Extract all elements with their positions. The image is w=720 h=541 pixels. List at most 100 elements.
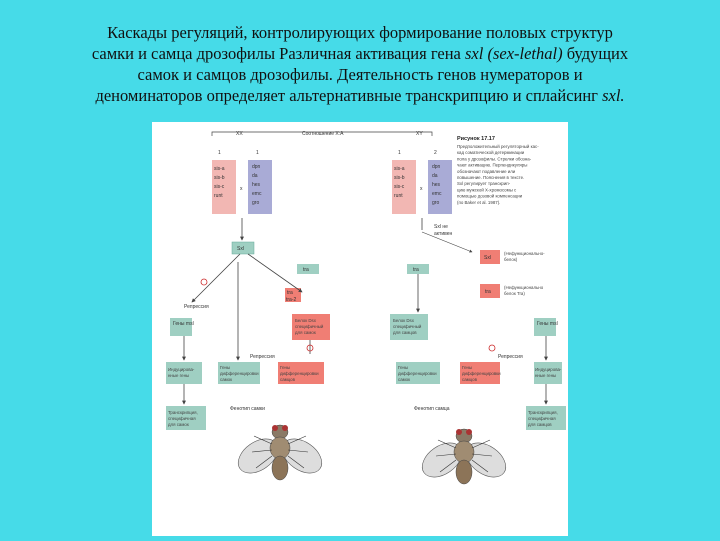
left-numerator-gene-line: runt — [214, 193, 223, 199]
repressor-left-label: Репрессия — [184, 304, 209, 310]
left-numerator-gene-line: sis-b — [214, 175, 225, 181]
left-numerator-box — [212, 160, 236, 214]
diff-right1-line: дифференцировки — [398, 371, 437, 376]
caption-line: цию мужской X-хромосомы с — [457, 187, 517, 192]
label-male-phenotype: Фенотип самца — [414, 406, 450, 412]
diff-right2-line: самцов — [462, 377, 478, 382]
diff-left2-line: Гены — [280, 365, 290, 370]
right-numerator-gene-line: sis-b — [394, 175, 405, 181]
figure-label: Рисунок 17.17 — [457, 136, 495, 142]
legend-box-sxl — [480, 250, 500, 264]
diff-right1-line: самок — [398, 377, 410, 382]
inhibit-marker-mid — [306, 344, 314, 352]
left-x-sign: x — [240, 186, 243, 192]
tra2-box — [285, 288, 301, 302]
legend-func-line: (Нефункционально — [504, 285, 544, 290]
tra2b-label: tra-2 — [286, 297, 297, 303]
inhibit-marker-right — [488, 344, 496, 352]
diff-right2-line: дифференцировки — [462, 371, 501, 376]
regulatory-cascade-diagram: Соотношение X:A XX XY 1 1 x sis-a sis-b si… — [166, 131, 566, 485]
right-denominator-gene-line: da — [432, 173, 438, 179]
right-denominator-gene-line: dpn — [432, 164, 441, 170]
genes-msl-right — [534, 318, 556, 336]
box-male-out — [534, 362, 562, 384]
female-out-line: Индуцирова- — [168, 367, 195, 372]
box-diff-left1 — [218, 362, 260, 384]
box-diff-right2 — [460, 362, 500, 384]
right-denominator-gene-line: gro — [432, 200, 439, 206]
tra-right-box — [407, 264, 429, 274]
left-num-2: 1 — [256, 150, 259, 156]
genes-msl-right-label: Гены msl — [537, 321, 558, 327]
right-ratio: XY — [416, 131, 423, 137]
title-line-1: Каскады регуляций, контролирующих формир… — [107, 23, 613, 42]
trans-left-line: для самок — [168, 422, 189, 427]
left-denominator-gene-line: hes — [252, 182, 261, 188]
left-denominator-gene-line: emc — [252, 191, 262, 197]
caption-line: помощью дозовой компенсации — [457, 194, 523, 199]
diff-left2-line: дифференцировки — [280, 371, 319, 376]
diff-left1-line: самок — [220, 377, 232, 382]
diff-left2-line: самцов — [280, 377, 296, 382]
repressor-mid-label: Репрессия — [250, 354, 275, 360]
dsx-female-line: Белок Dsx — [295, 318, 317, 323]
sxl-silent-1: Sxl не — [434, 224, 448, 230]
left-denominator-gene-line: da — [252, 173, 258, 179]
diff-right1-line: Гены — [398, 365, 408, 370]
line-sxl-left — [191, 253, 241, 303]
male-out-line: нные гены — [535, 373, 556, 378]
right-denominator-gene-line: emc — [432, 191, 442, 197]
left-denominator-gene-line: gro — [252, 200, 259, 206]
right-numerator-gene-line: runt — [394, 193, 403, 199]
label-female-phenotype: Фенотип самки — [230, 406, 265, 412]
legend-box-tra — [480, 284, 500, 298]
title-line-4: деноминаторов определяет альтернативные … — [95, 86, 625, 105]
repressor-right-label: Репрессия — [498, 354, 523, 360]
diff-left1-line: Гены — [220, 365, 230, 370]
sxl-box — [231, 241, 255, 255]
tra-right-label: tra — [413, 267, 419, 273]
trans-right-line: для самцов — [528, 422, 552, 427]
dsx-male-line: для самцов — [393, 330, 417, 335]
trans-right-line: специфичная — [528, 416, 556, 421]
diff-left1-line: дифференцировки — [220, 371, 259, 376]
title-line-3: самок и самцов дрозофилы. Деятельность г… — [137, 65, 583, 84]
box-trans-left — [166, 406, 206, 430]
left-ratio: XX — [236, 131, 243, 137]
legend-box-sxl-label: Sxl — [484, 255, 491, 261]
legend-nonfunc-line: белок) — [504, 257, 518, 262]
box-trans-right — [526, 406, 566, 430]
tra-left-box — [297, 264, 319, 274]
trans-left-line: специфичная — [168, 416, 196, 421]
right-denominator-gene-line: hes — [432, 182, 441, 188]
box-diff-right1 — [396, 362, 440, 384]
female-out-line: нные гены — [168, 373, 189, 378]
right-num-2: 2 — [434, 150, 437, 156]
sxl-box-label: Sxl — [237, 246, 244, 252]
caption-line: Предположительный регуляторный кас- — [457, 144, 539, 149]
caption-line: Sxl регулирует транскрип- — [457, 181, 511, 186]
right-x-sign: x — [420, 186, 423, 192]
title-gene-sxl: sxl. — [602, 86, 625, 105]
dsx-male-line: Белок Dsx — [393, 318, 415, 323]
ratio-label: Соотношение X:A — [302, 131, 344, 137]
slide-title: Каскады регуляций, контролирующих формир… — [50, 22, 670, 106]
caption-line: (по Baker et al. 1987). — [457, 200, 500, 205]
legend-nonfunc-line: (Нефункционально- — [504, 251, 545, 256]
box-female-out — [166, 362, 202, 384]
genes-msl-left-label: Гены msl — [173, 321, 194, 327]
diff-right2-line: Гены — [462, 365, 472, 370]
left-num-1: 1 — [218, 150, 221, 156]
genes-msl-left — [170, 318, 192, 336]
inhibit-marker-left — [200, 278, 208, 286]
right-numerator-gene-line: sis-a — [394, 166, 405, 172]
legend-func-line: белок Tra) — [504, 291, 525, 296]
dsx-male-box — [390, 314, 428, 340]
legend-box-tra-label: tra — [485, 289, 491, 295]
dsx-female-line: для самок — [295, 330, 316, 335]
ratio-bracket — [211, 131, 433, 136]
sxl-silent-2: активен — [434, 231, 452, 237]
figure-panel: Соотношение X:A XX XY 1 1 x sis-a sis-b si… — [152, 122, 568, 536]
caption-line: обозначают подавление или — [457, 169, 516, 174]
left-denominator-gene-line: dpn — [252, 164, 261, 170]
